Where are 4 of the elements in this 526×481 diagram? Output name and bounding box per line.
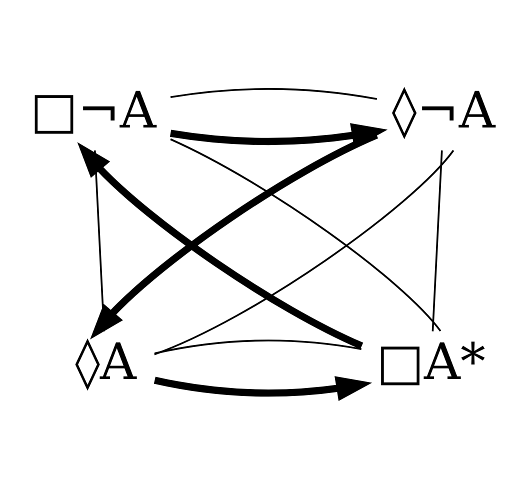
node-text: ◊A (75, 332, 136, 391)
node-text: □¬A (30, 80, 156, 140)
node-text: □A* (376, 332, 486, 391)
node-text: ◊¬A (392, 80, 496, 140)
